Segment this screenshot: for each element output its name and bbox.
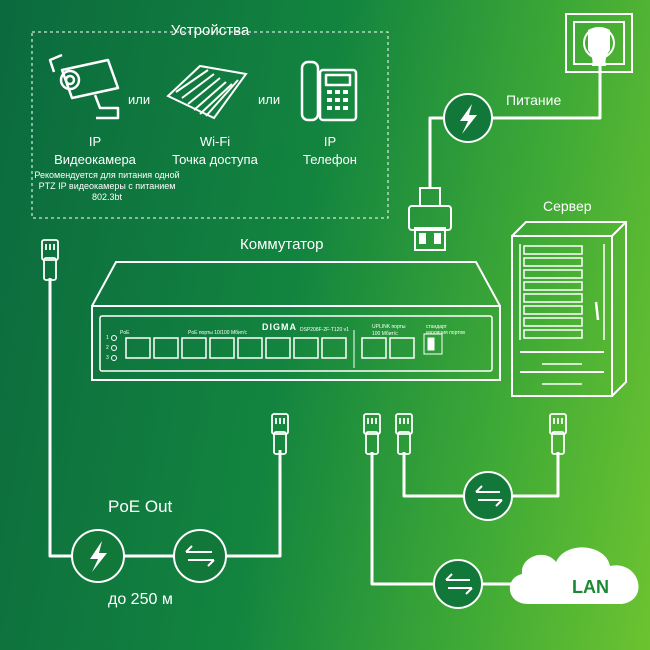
switch-title: Коммутатор: [240, 236, 324, 253]
switch-led-label: 2: [106, 345, 109, 351]
switch-uplink-label: UPLINK порты: [372, 324, 406, 330]
poe-out-cable: [48, 278, 282, 558]
camera-power-note: Рекомендуется для питания одной PTZ IP в…: [34, 170, 180, 202]
lan-data-exchange-icon: [433, 559, 483, 609]
or-label-2: или: [258, 92, 281, 107]
switch-uplink-speed: 100 Мбит/с: [372, 331, 398, 337]
ip-camera-label: IP Видеокамера: [40, 133, 150, 169]
poe-out-label: PoE Out: [108, 497, 173, 516]
wifi-ap-label: Wi-Fi Точка доступа: [160, 133, 270, 169]
switch-status-leds: [111, 335, 117, 361]
switch-mode-label2: изоляция портов: [426, 330, 465, 336]
or-label-1: или: [128, 92, 151, 107]
switch-brand: DIGMA: [262, 322, 297, 332]
switch-model: DSP208F-2F-T120 v1: [300, 327, 349, 333]
switch-led-label: 1: [106, 335, 109, 341]
rj45-connector-icon: [41, 239, 59, 281]
switch-ports-label: PoE порты 10/100 Мбит/с: [188, 330, 247, 336]
switch-uplink-ports: [361, 337, 415, 359]
rj45-connector-icon: [363, 413, 381, 455]
ip-camera-label-line2: Видеокамера: [54, 152, 136, 167]
power-label: Питание: [506, 92, 562, 108]
poe-power-bolt-icon: [71, 529, 125, 583]
ip-phone-label-line2: Телефон: [303, 152, 357, 167]
wifi-ap-label-line1: Wi-Fi: [199, 134, 231, 149]
lan-cloud-icon: [509, 547, 639, 604]
server-rack-icon: [511, 221, 627, 397]
poe-data-exchange-icon: [173, 529, 227, 583]
ip-phone-icon: [300, 60, 358, 122]
wifi-ap-label-line2: Точка доступа: [172, 152, 258, 167]
rj45-connector-icon: [549, 413, 567, 455]
devices-box: [31, 31, 389, 219]
switch-led-label: 3: [106, 355, 109, 361]
power-plug-icon: [588, 27, 610, 66]
ip-camera-label-line1: IP: [88, 134, 102, 149]
switch-device: [91, 261, 501, 381]
poe-distance-label: до 250 м: [108, 591, 173, 608]
power-bolt-icon: [443, 93, 493, 143]
power-connector-icon: [408, 187, 452, 251]
wifi-access-point-icon: [166, 64, 248, 120]
ip-phone-label: IP Телефон: [290, 133, 370, 169]
switch-poe-ports: [125, 337, 347, 359]
switch-poe-label: PoE: [120, 330, 130, 336]
server-label: Сервер: [543, 198, 592, 214]
lan-label: LAN: [572, 577, 609, 597]
devices-title: Устройства: [170, 22, 250, 39]
switch-mode-label: стандарт: [426, 324, 447, 330]
power-cable: [428, 66, 602, 188]
ip-phone-label-line1: IP: [323, 134, 337, 149]
ip-camera-icon: [48, 53, 120, 120]
rj45-connector-icon: [271, 413, 289, 455]
switch-mode-selector: [423, 333, 443, 355]
server-data-exchange-icon: [463, 471, 513, 521]
rj45-connector-icon: [395, 413, 413, 455]
